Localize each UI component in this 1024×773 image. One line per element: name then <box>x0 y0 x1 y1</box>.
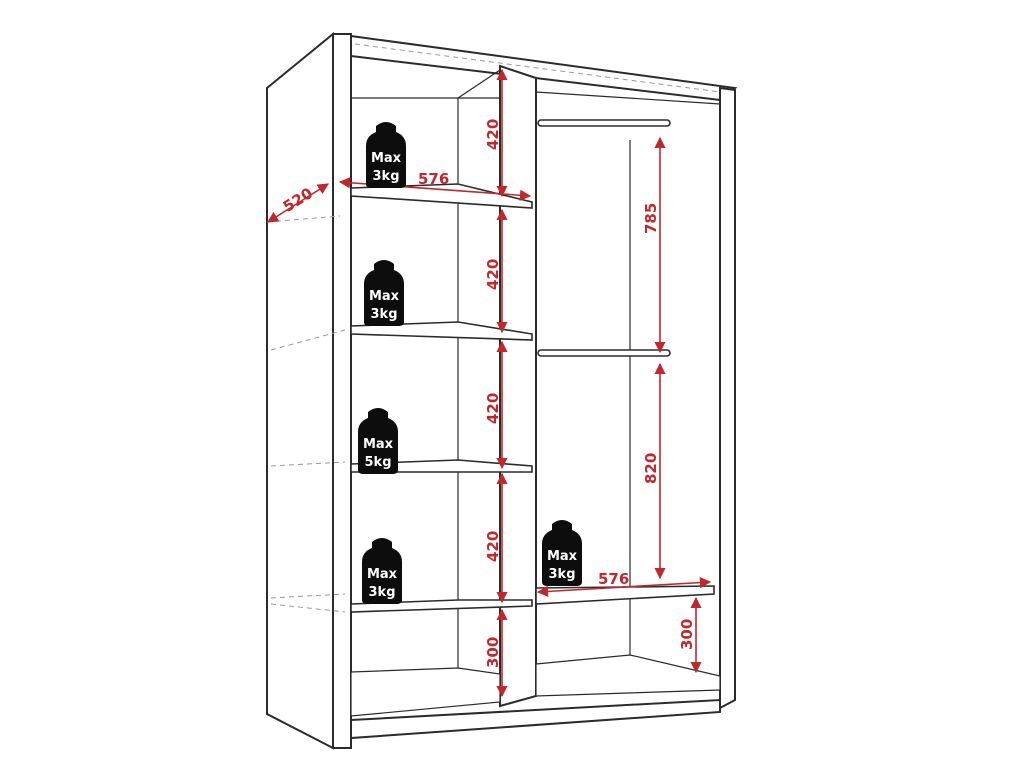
hanging-rail-upper <box>537 119 671 127</box>
weight-limit-2-line2: 3kg <box>371 307 398 322</box>
weight-limit-5-line2: 3kg <box>549 567 576 582</box>
left-side-panel <box>266 31 334 750</box>
weight-icon: Max 3kg <box>362 538 402 604</box>
weight-limit-3-line2: 5kg <box>365 455 392 470</box>
left-height-label-3: 420 <box>484 393 502 424</box>
bottom-plinth <box>350 698 721 740</box>
central-divider <box>499 64 537 708</box>
left-height-label-4: 420 <box>484 531 502 562</box>
inner-bottom-right <box>535 654 721 697</box>
inner-bottom <box>350 667 501 717</box>
weight-limit-2-line1: Max <box>369 289 400 304</box>
left-shelf-2 <box>350 321 533 341</box>
right-shelf <box>535 585 715 605</box>
weight-limit-4-line1: Max <box>367 567 398 582</box>
left-width-label: 576 <box>418 170 449 188</box>
left-height-label-5: 300 <box>484 637 502 668</box>
weight-limit-1-line1: Max <box>371 151 402 166</box>
right-width-label: 576 <box>598 570 629 588</box>
hanging-upper-label: 785 <box>642 203 660 234</box>
weight-limit-1-line2: 3kg <box>373 169 400 184</box>
front-right-upright <box>719 86 736 710</box>
left-height-label-2: 420 <box>484 259 502 290</box>
weight-limit-4-line2: 3kg <box>369 585 396 600</box>
weight-limit-5-line1: Max <box>547 549 578 564</box>
left-height-label-1: 420 <box>484 119 502 150</box>
weight-icon: Max 5kg <box>358 408 398 474</box>
weight-icon: Max 3kg <box>542 520 582 586</box>
depth-dim-line <box>267 183 329 223</box>
weight-limit-3-line1: Max <box>363 437 394 452</box>
right-width-dim-line <box>536 576 712 598</box>
right-bottom-label: 300 <box>678 619 696 650</box>
hanging-rail-lower <box>537 349 671 357</box>
hanging-lower-label: 820 <box>642 453 660 484</box>
top-panel <box>350 34 738 102</box>
weight-icon: Max 3kg <box>364 260 404 326</box>
front-left-upright <box>332 33 352 749</box>
weight-icon: Max 3kg <box>366 122 406 188</box>
